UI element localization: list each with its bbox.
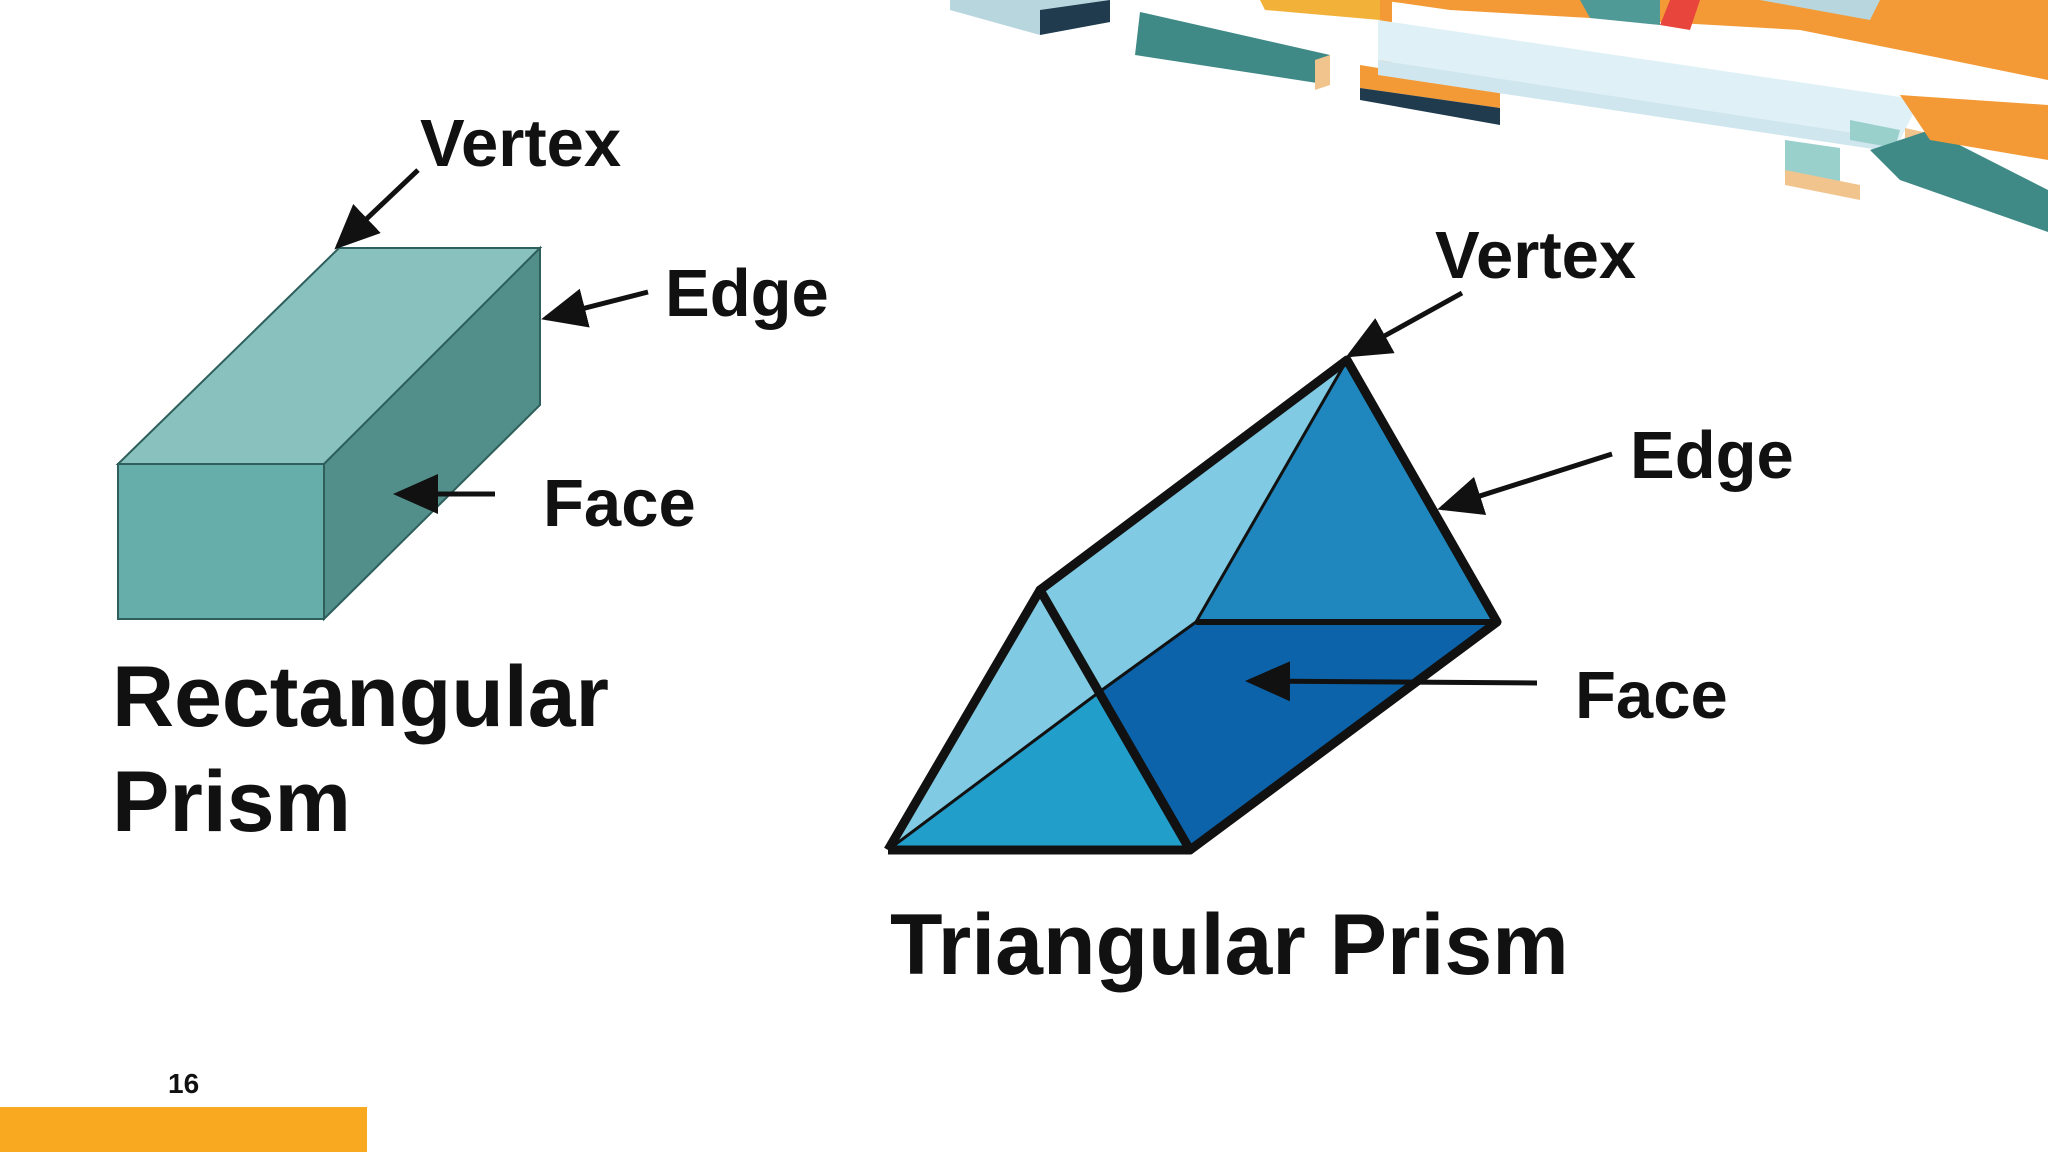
tri-prism-back-triangle [1196,360,1497,622]
tri-face-arrow [1245,661,1538,702]
rect-edge-arrow [541,288,649,328]
tri-prism-front-face-right [888,690,1190,850]
tri-prism-front-face-left [888,590,1102,850]
rect-face-label: Face [543,466,696,541]
rect-edge-label: Edge [665,256,829,331]
page-number: 16 [168,1068,200,1099]
rect-prism-title: Rectangular Prism [112,645,609,855]
rect-prism-title-line2: Prism [112,753,352,850]
rect-vertex-arrow [334,168,420,250]
footer-accent-bar [0,1107,367,1152]
tri-prism-title: Triangular Prism [890,897,1569,993]
rect-prism-title-line1: Rectangular [112,649,610,745]
triangular-prism [884,355,1502,855]
tri-vertex-label: Vertex [1435,218,1637,293]
rect-vertex-label: Vertex [420,106,622,181]
tri-prism-top-face [1040,360,1347,690]
tri-prism-bottom-face [1102,622,1497,850]
rect-prism-front-face [117,463,325,620]
tri-edge-arrow [1437,451,1613,515]
tri-edge-label: Edge [1630,418,1794,493]
tri-vertex-arrow [1345,290,1464,358]
rectangular-prism [115,245,543,622]
tri-face-label: Face [1575,658,1728,733]
decorative-shapes [950,0,2048,232]
